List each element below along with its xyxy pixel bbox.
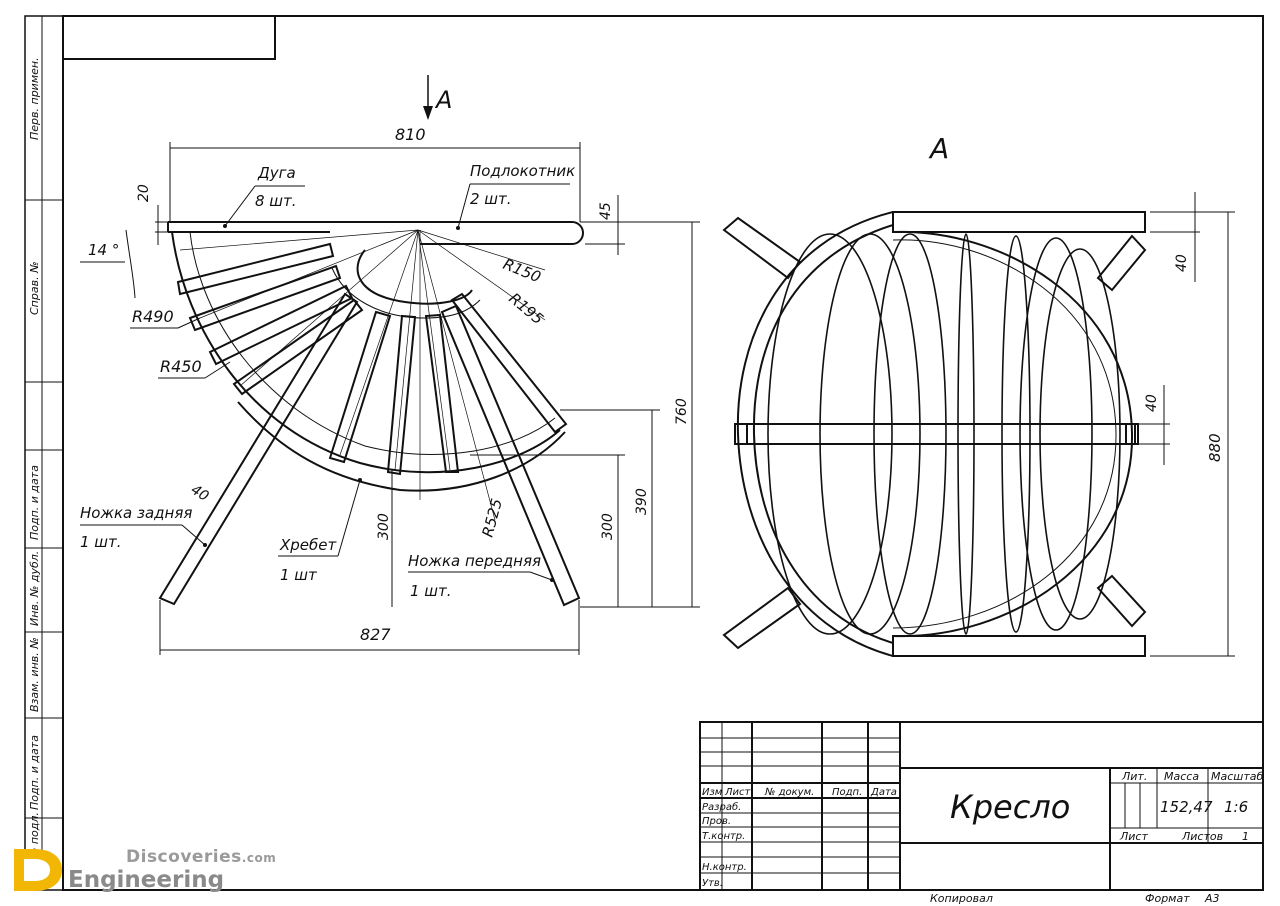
leg-top-right xyxy=(1096,234,1147,292)
dim-760: 760 xyxy=(674,398,690,425)
label-arc-qty: 8 шт. xyxy=(255,192,297,210)
view-label: A xyxy=(928,132,949,165)
row-razrab: Разраб. xyxy=(702,801,741,813)
label-front-leg: Ножка передняя xyxy=(408,552,541,570)
dim-40-top: 40 xyxy=(1174,254,1190,272)
stamp-podp2: Подп. и дата xyxy=(28,735,41,810)
dim-827: 827 xyxy=(360,625,391,644)
dim-810: 810 xyxy=(395,125,426,144)
label-back-leg-qty: 1 шт. xyxy=(80,533,122,551)
dim-300-a: 300 xyxy=(376,513,392,540)
leg-bottom-right xyxy=(1096,574,1147,628)
col-list: Лист xyxy=(724,787,752,798)
hdr-lit: Лит. xyxy=(1121,770,1147,783)
watermark-line2: Engineering xyxy=(68,867,225,893)
label-spine: Хребет xyxy=(279,536,338,554)
leg-bottom-left xyxy=(722,586,802,650)
dim-40-leg: 40 xyxy=(188,482,212,505)
spine-bar xyxy=(734,423,1136,445)
row-prov: Пров. xyxy=(702,816,731,827)
col-data: Дата xyxy=(870,787,897,798)
label-arc: Дуга xyxy=(257,164,296,182)
slats xyxy=(176,242,568,476)
dim-r150: R150 xyxy=(501,255,544,286)
copied-label: Копировал xyxy=(930,892,993,905)
stamp-perv: Перв. примен. xyxy=(28,57,41,140)
col-dokum: № докум. xyxy=(764,787,814,798)
logo-d-icon xyxy=(14,849,62,891)
dim-45: 45 xyxy=(598,202,614,220)
front-leg xyxy=(440,304,581,607)
label-front-leg-qty: 1 шт. xyxy=(410,582,452,600)
row-tkontr: Т.контр. xyxy=(702,831,745,842)
label-armrest: Подлокотник xyxy=(470,162,575,180)
view-a: A 40 xyxy=(722,132,1235,657)
dim-r525: R525 xyxy=(478,497,505,539)
side-view: A xyxy=(80,75,700,655)
stamp-vzam: Взам. инв. № xyxy=(28,637,41,712)
dim-angle: 14 ° xyxy=(88,241,119,259)
title-block: Изм Лист № докум. Подп. Дата Разраб. Про… xyxy=(699,721,1264,905)
label-armrest-qty: 2 шт. xyxy=(470,190,512,208)
hdr-sheet: Лист xyxy=(1119,830,1148,843)
armrest-top xyxy=(892,211,1146,233)
dim-880: 880 xyxy=(1206,433,1224,462)
hdr-mass: Масса xyxy=(1164,770,1199,783)
view-slats xyxy=(767,233,1121,635)
hdr-sheets: Листов xyxy=(1181,830,1223,843)
top-stamp-box xyxy=(63,16,276,60)
dim-20: 20 xyxy=(136,184,152,202)
format-label: Формат xyxy=(1145,892,1190,905)
dim-r490: R490 xyxy=(132,307,174,326)
inner-arc xyxy=(356,249,473,305)
scale-value: 1:6 xyxy=(1224,798,1248,816)
dim-r450: R450 xyxy=(160,357,202,376)
label-back-leg: Ножка задняя xyxy=(80,504,192,522)
stamp-podp1: Подп. и дата xyxy=(28,465,41,540)
sheets-value: 1 xyxy=(1242,830,1249,843)
label-spine-qty: 1 шт xyxy=(280,566,318,584)
drawing-frame xyxy=(62,15,1264,891)
armrest xyxy=(168,221,584,245)
armrest-bottom xyxy=(892,635,1146,657)
section-label: A xyxy=(434,86,452,114)
drawing-title: Кресло xyxy=(950,788,1070,826)
dim-40-mid: 40 xyxy=(1144,394,1160,412)
dim-300-b: 300 xyxy=(600,513,616,540)
side-stamp: Перв. примен. Справ. № Подп. и дата Инв.… xyxy=(24,15,64,891)
leg-top-left xyxy=(722,216,802,280)
format-value: A3 xyxy=(1204,892,1220,905)
radius-lines xyxy=(179,229,546,521)
row-utv: Утв. xyxy=(702,878,723,889)
stamp-inv-dubl: Инв. № дубл. xyxy=(28,551,41,626)
stamp-sprav: Справ. № xyxy=(28,261,41,315)
back-leg xyxy=(158,292,359,606)
row-nkontr: Н.контр. xyxy=(702,862,747,873)
col-podp: Подп. xyxy=(832,787,862,798)
dim-r195: R195 xyxy=(505,289,546,328)
watermark-line1: Discoveries.com xyxy=(126,847,277,867)
col-izm: Изм xyxy=(702,787,723,798)
hdr-scale: Масштаб xyxy=(1211,770,1263,783)
dim-390: 390 xyxy=(634,488,650,515)
mass-value: 152,47 xyxy=(1160,798,1213,816)
